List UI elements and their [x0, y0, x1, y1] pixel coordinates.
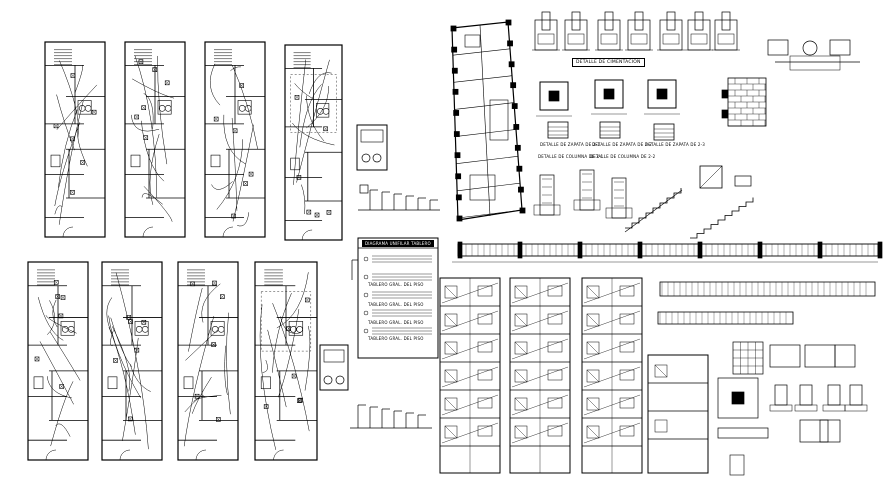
foundation-section: [625, 11, 653, 51]
floor-plan: [284, 44, 343, 241]
brick-wall-detail: [721, 77, 767, 127]
floor-plan: [124, 41, 186, 238]
building-sections: [439, 241, 883, 476]
footing-detail: [769, 384, 793, 412]
table-row-3: TABLERO GRAL. DEL PISO: [368, 320, 424, 325]
building-section: [509, 277, 571, 474]
floor-plan: [101, 261, 163, 461]
slab-detail: [767, 39, 860, 71]
beam-details: [657, 281, 876, 325]
structural-plan: [450, 19, 526, 222]
foundation-section: [657, 11, 685, 51]
single-line-diagram-lower: [350, 404, 432, 429]
single-line-diagrams: [319, 124, 440, 429]
distribution-board-table: [351, 237, 439, 359]
detail-caption-c: DETALLE DE ZAPATA DE 2-3: [645, 142, 706, 147]
detail-caption-a: DETALLE DE ZAPATA DE 2-1: [540, 142, 601, 147]
single-line-diagram-upper: [358, 184, 440, 211]
foundation-section: [562, 11, 590, 51]
foundation-section: [532, 11, 560, 51]
column-detail: [547, 121, 569, 139]
column-detail: [599, 121, 621, 139]
column-sections: [533, 169, 633, 219]
floor-plan: [204, 41, 266, 238]
footing-detail: [794, 384, 818, 412]
foundation-detail-title: DETALLE DE CIMENTACION: [572, 58, 645, 67]
footing-plan-detail: [717, 377, 841, 476]
floor-plan: [177, 261, 239, 461]
foundation-section: [712, 11, 740, 51]
footing-detail: [822, 384, 846, 412]
footing-plan: [591, 79, 627, 115]
detail-caption-d: DETALLE DE COLUMNA DE 2-1: [538, 154, 604, 159]
beam-elevation: [452, 241, 883, 263]
floor-plan: [44, 41, 106, 238]
footing-plan: [644, 79, 680, 115]
floor-plan: [254, 261, 318, 461]
table-title: DIAGRAMA UNIFILAR TABLERO: [362, 240, 434, 247]
foundation-section: [595, 11, 623, 51]
foundation-details: [532, 11, 860, 239]
table-row-2: TABLERO GRAL. DEL PISO: [368, 302, 424, 307]
table-row-1: TABLERO GRAL. DEL PISO: [368, 282, 424, 287]
footing-plan: [536, 81, 572, 117]
building-section: [647, 354, 709, 474]
stair-section: [624, 165, 754, 239]
detail-caption-b: DETALLE DE ZAPATA DE 2-2: [592, 142, 653, 147]
electrical-floor-plans: [27, 41, 343, 461]
floor-plan: [27, 261, 89, 461]
reinforcement-grid: [732, 341, 856, 375]
building-section: [581, 277, 643, 474]
column-detail: [653, 123, 675, 141]
building-section: [439, 277, 501, 474]
table-row-4: TABLERO GRAL. DEL PISO: [368, 336, 424, 341]
footing-detail: [844, 384, 868, 412]
foundation-section: [685, 11, 713, 51]
detail-caption-e: DETALLE DE COLUMNA DE 2-2: [590, 154, 656, 159]
